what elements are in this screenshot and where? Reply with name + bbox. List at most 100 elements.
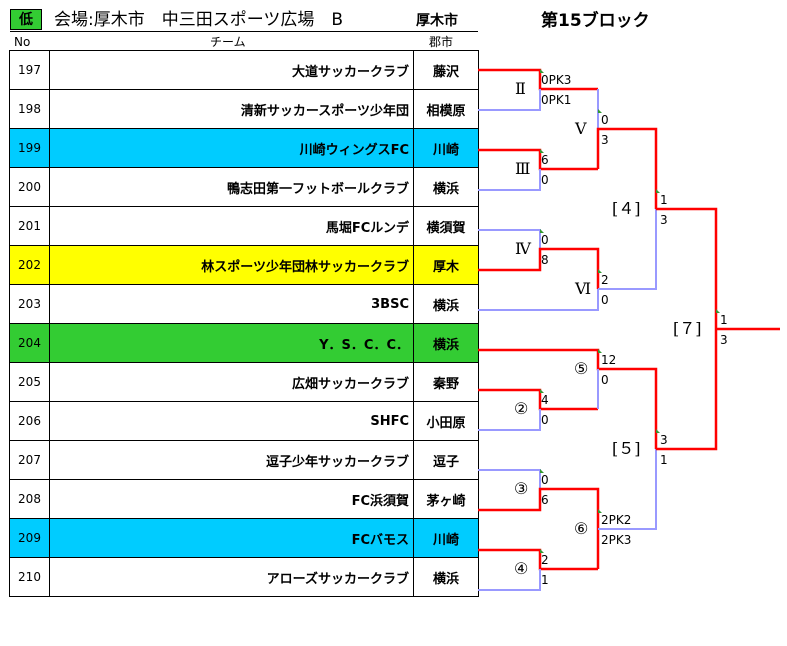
score-bottom: 0 bbox=[541, 173, 549, 187]
score-top: 2 bbox=[541, 553, 549, 567]
team-city: 藤沢 bbox=[413, 50, 479, 90]
score-top: 1 bbox=[720, 313, 728, 327]
loser-line bbox=[478, 89, 541, 111]
team-name: 広畑サッカークラブ bbox=[49, 362, 414, 402]
match-label-vi: Ⅵ bbox=[575, 279, 592, 298]
team-city: 川崎 bbox=[413, 128, 479, 168]
cell-marker bbox=[540, 469, 544, 473]
score-bottom: 2PK3 bbox=[601, 533, 632, 547]
score-top: 0 bbox=[541, 473, 549, 487]
cell-marker bbox=[540, 229, 544, 233]
cell-marker bbox=[598, 269, 602, 273]
match-label-c3: ③ bbox=[514, 479, 529, 498]
cell-marker bbox=[540, 549, 544, 553]
team-number: 197 bbox=[9, 50, 50, 90]
level-badge: 低 bbox=[10, 9, 42, 30]
cell-marker bbox=[598, 349, 602, 353]
match-label-c6: ⑥ bbox=[574, 519, 589, 538]
team-number: 201 bbox=[9, 206, 50, 246]
bracket-lines bbox=[478, 68, 780, 591]
winner-line bbox=[478, 487, 600, 529]
score-bottom: 8 bbox=[541, 253, 549, 267]
cell-marker bbox=[540, 149, 544, 153]
cell-marker bbox=[656, 429, 660, 433]
team-city: 横浜 bbox=[413, 557, 479, 597]
score-top: 2PK2 bbox=[601, 513, 632, 527]
match-label-iii: Ⅲ bbox=[515, 159, 531, 178]
cell-marker bbox=[716, 309, 720, 313]
header-underline bbox=[10, 31, 478, 32]
team-city: 横浜 bbox=[413, 323, 479, 363]
column-header-no: No bbox=[14, 35, 31, 49]
team-name: 鴨志田第一フットボールクラブ bbox=[49, 167, 414, 207]
venue-title: 会場:厚木市 中三田スポーツ広場 B bbox=[54, 10, 344, 30]
team-number: 199 bbox=[9, 128, 50, 168]
score-top: 3 bbox=[660, 433, 668, 447]
team-city: 茅ヶ崎 bbox=[413, 479, 479, 519]
match-label-b4: [４] bbox=[612, 199, 641, 218]
score-top: 1 bbox=[660, 193, 668, 207]
team-name: 逗子少年サッカークラブ bbox=[49, 440, 414, 480]
winner-line bbox=[478, 548, 598, 571]
match-label-b7: [７] bbox=[673, 319, 702, 338]
team-number: 200 bbox=[9, 167, 50, 207]
team-name: 林スポーツ少年団林サッカークラブ bbox=[49, 245, 414, 285]
winner-line bbox=[478, 148, 598, 171]
team-city: 横浜 bbox=[413, 284, 479, 324]
score-top: 2 bbox=[601, 273, 609, 287]
score-top: 12 bbox=[601, 353, 617, 367]
winner-line bbox=[656, 329, 718, 451]
loser-line bbox=[478, 169, 541, 191]
winner-line bbox=[478, 68, 598, 91]
column-header-team: チーム bbox=[210, 35, 246, 49]
score-top: 0PK3 bbox=[541, 73, 572, 87]
winner-line bbox=[478, 348, 658, 449]
cell-marker bbox=[540, 69, 544, 73]
team-number: 209 bbox=[9, 518, 50, 558]
score-bottom: 0 bbox=[541, 413, 549, 427]
team-city: 逗子 bbox=[413, 440, 479, 480]
winner-line bbox=[656, 207, 718, 329]
winner-line bbox=[478, 247, 600, 289]
loser-line bbox=[478, 569, 541, 591]
loser-line bbox=[478, 469, 541, 489]
winner-line bbox=[478, 388, 598, 411]
team-name: Y．S．C．C． bbox=[49, 323, 414, 363]
score-top: 4 bbox=[541, 393, 549, 407]
team-name: FCバモス bbox=[49, 518, 414, 558]
team-name: アローズサッカークラブ bbox=[49, 557, 414, 597]
match-label-b5: [５] bbox=[612, 439, 641, 458]
team-city: 横浜 bbox=[413, 167, 479, 207]
city-header: 厚木市 bbox=[416, 13, 458, 29]
match-label-v: Ⅴ bbox=[575, 119, 587, 138]
block-title: 第15ブロック bbox=[541, 11, 650, 31]
score-bottom: 1 bbox=[541, 573, 549, 587]
score-bottom: 0 bbox=[601, 293, 609, 307]
score-bottom: 0PK1 bbox=[541, 93, 572, 107]
team-name: 川崎ウィングスFC bbox=[49, 128, 414, 168]
match-label-iv: Ⅳ bbox=[515, 239, 531, 258]
match-label-c5: ⑤ bbox=[574, 359, 589, 378]
score-bottom: 0 bbox=[601, 373, 609, 387]
team-number: 210 bbox=[9, 557, 50, 597]
cell-marker bbox=[656, 189, 660, 193]
loser-line bbox=[478, 409, 541, 431]
score-bottom: 1 bbox=[660, 453, 668, 467]
winner-line bbox=[596, 127, 658, 209]
score-top: 6 bbox=[541, 153, 549, 167]
cell-marker bbox=[540, 389, 544, 393]
match-label-ii: Ⅱ bbox=[515, 79, 526, 98]
column-header-city: 郡市 bbox=[429, 35, 454, 49]
loser-line bbox=[598, 449, 657, 530]
cell-marker bbox=[598, 509, 602, 513]
team-number: 204 bbox=[9, 323, 50, 363]
team-name: 清新サッカースポーツ少年団 bbox=[49, 89, 414, 129]
